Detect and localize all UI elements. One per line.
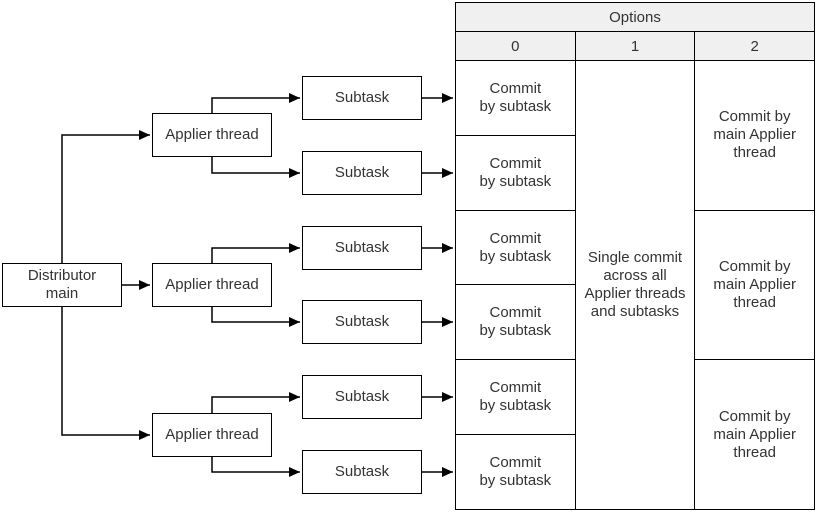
cell-option0-subtask-1: Commit by subtask [456, 61, 575, 136]
subtask-label: Subtask [334, 463, 390, 480]
options-table-title-row: Options [456, 3, 814, 32]
node-subtask-6: Subtask [302, 450, 422, 494]
node-subtask-3: Subtask [302, 226, 422, 270]
options-table-column-headers: 0 1 2 [456, 32, 814, 61]
edge-applier-2-to-subtask-3 [211, 243, 300, 263]
node-subtask-1: Subtask [302, 76, 422, 120]
node-applier-thread-1: Applier thread [152, 113, 272, 157]
subtask-label: Subtask [334, 164, 390, 181]
applier-thread-label: Applier thread [165, 276, 259, 293]
edge-applier-1-to-subtask-1 [211, 93, 300, 113]
node-applier-thread-2: Applier thread [152, 263, 272, 307]
options-table: Options 0 1 2 Commit by subtask Commit b… [455, 2, 815, 510]
cell-option0-subtask-5: Commit by subtask [456, 360, 575, 436]
distributor-main-label: Distributor main [27, 267, 97, 302]
edge-applier-1-to-subtask-2 [211, 157, 300, 178]
subtask-label: Subtask [334, 239, 390, 256]
cell-option0-subtask-2: Commit by subtask [456, 136, 575, 211]
node-applier-thread-3: Applier thread [152, 413, 272, 457]
node-subtask-5: Subtask [302, 375, 422, 419]
cell-option0-subtask-3: Commit by subtask [456, 211, 575, 286]
edge-applier-3-to-subtask-5 [211, 392, 300, 413]
option-1-column: Single commit across all Applier threads… [576, 61, 696, 509]
cell-option2-applier-3: Commit by main Applier thread [713, 407, 796, 461]
option-2-column: Commit by main Applier thread Commit by … [695, 61, 815, 509]
subtask-label: Subtask [334, 89, 390, 106]
cell-option1-single-commit: Single commit across all Applier threads… [584, 249, 686, 320]
edge-distributor-to-applier-1 [61, 130, 150, 263]
subtask-label: Subtask [334, 313, 390, 330]
cell-option0-subtask-4: Commit by subtask [456, 285, 575, 361]
edge-applier-2-to-subtask-4 [211, 307, 300, 327]
subtask-label: Subtask [334, 388, 390, 405]
applier-thread-label: Applier thread [165, 126, 259, 143]
cell-option0-subtask-6: Commit by subtask [479, 454, 552, 490]
column-header-1: 1 [576, 32, 696, 60]
column-header-0: 0 [456, 32, 576, 60]
cell-option2-applier-2: Commit by main Applier thread [695, 211, 815, 361]
options-table-title: Options [609, 8, 661, 26]
edge-applier-3-to-subtask-6 [211, 457, 300, 477]
column-header-2: 2 [750, 37, 759, 55]
options-table-body: Commit by subtask Commit by subtask Comm… [456, 61, 815, 509]
applier-thread-label: Applier thread [165, 426, 259, 443]
cell-option2-applier-1: Commit by main Applier thread [695, 61, 815, 211]
node-distributor-main: Distributor main [2, 263, 122, 307]
edge-distributor-to-applier-3 [61, 307, 150, 440]
node-subtask-2: Subtask [302, 151, 422, 195]
option-0-column: Commit by subtask Commit by subtask Comm… [456, 61, 576, 509]
node-subtask-4: Subtask [302, 300, 422, 344]
